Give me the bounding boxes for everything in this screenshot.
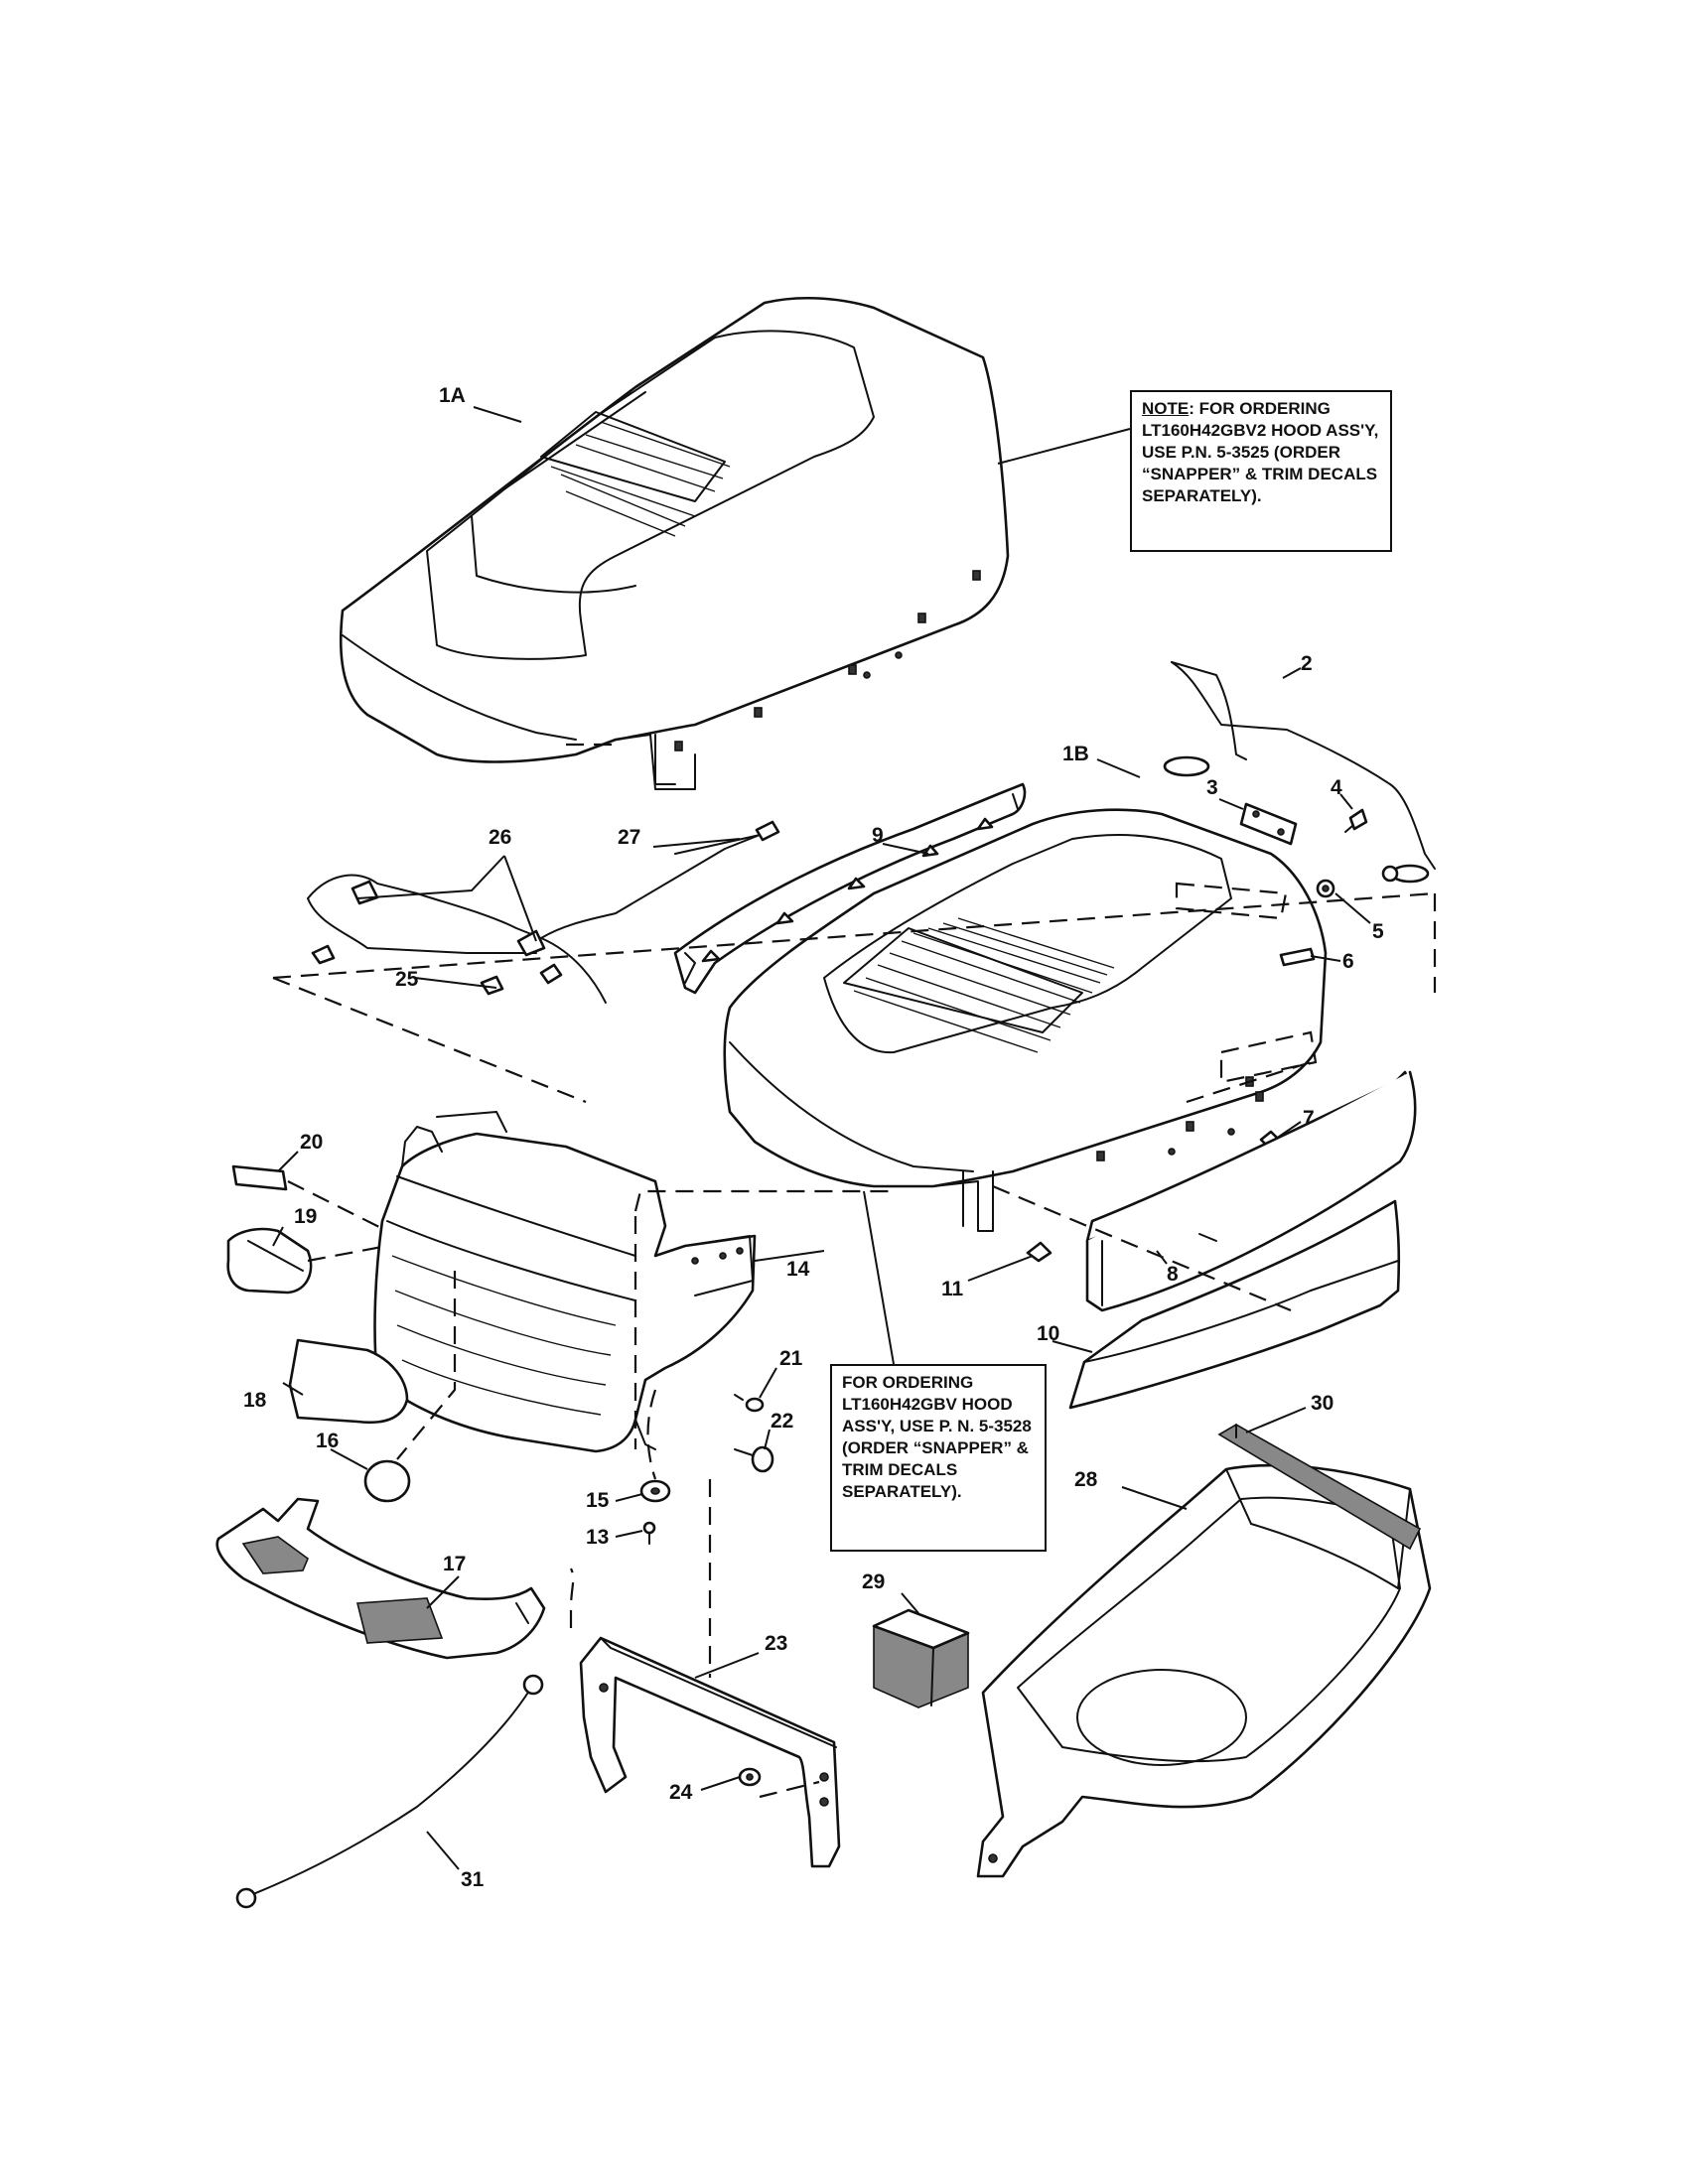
note-box-top: NOTE: FOR ORDERING LT160H42GBV2 HOOD ASS… bbox=[1130, 390, 1392, 552]
part-13-screw bbox=[642, 1521, 656, 1545]
part-30-strip bbox=[1217, 1424, 1422, 1551]
part-5-nut bbox=[1316, 865, 1399, 898]
part-19-lens bbox=[226, 1227, 313, 1295]
callout-28: 28 bbox=[1074, 1468, 1098, 1491]
callout-21: 21 bbox=[779, 1347, 803, 1370]
callout-26: 26 bbox=[489, 826, 511, 849]
callout-20: 20 bbox=[300, 1131, 323, 1154]
callout-2: 2 bbox=[1301, 652, 1313, 675]
assembly-lines bbox=[272, 891, 1437, 1799]
callout-9: 9 bbox=[872, 824, 884, 847]
part-4-screw bbox=[1344, 808, 1368, 833]
part-15-nut bbox=[639, 1479, 671, 1503]
part-10-panel bbox=[1068, 1199, 1401, 1410]
callout-24: 24 bbox=[669, 1781, 693, 1804]
note-bottom-text: FOR ORDERING LT160H42GBV HOOD ASS'Y, USE… bbox=[842, 1373, 1032, 1501]
callout-5: 5 bbox=[1372, 920, 1384, 943]
part-24-washer bbox=[738, 1767, 762, 1787]
callout-8: 8 bbox=[1167, 1263, 1179, 1286]
callout-23: 23 bbox=[765, 1632, 787, 1655]
part-11-clip bbox=[1026, 1241, 1052, 1263]
callout-18: 18 bbox=[243, 1389, 267, 1412]
callout-17: 17 bbox=[443, 1553, 466, 1575]
callout-16: 16 bbox=[316, 1430, 339, 1452]
hood-1a-vents bbox=[540, 411, 731, 537]
part-23-bracket bbox=[579, 1636, 841, 1868]
leader-lines bbox=[272, 406, 1371, 1870]
note-top-label: NOTE bbox=[1142, 399, 1190, 418]
part-18-lens bbox=[288, 1338, 409, 1425]
part-3-plate bbox=[1239, 802, 1298, 846]
callout-27: 27 bbox=[618, 826, 640, 849]
part-29-block bbox=[872, 1608, 970, 1708]
part-16-cap bbox=[363, 1459, 411, 1503]
part-14-grille-bracket bbox=[373, 1111, 757, 1453]
part-31-cable bbox=[235, 1674, 544, 1909]
callout-13: 13 bbox=[586, 1526, 609, 1549]
callout-25: 25 bbox=[395, 968, 419, 991]
note-box-bottom: FOR ORDERING LT160H42GBV HOOD ASS'Y, USE… bbox=[830, 1364, 1047, 1552]
callout-4: 4 bbox=[1331, 776, 1342, 799]
callout-15: 15 bbox=[586, 1489, 610, 1512]
part-8-panel bbox=[1085, 1070, 1417, 1312]
part-20-decal bbox=[231, 1164, 288, 1191]
callout-31: 31 bbox=[461, 1868, 485, 1891]
note-top-text: : FOR ORDERING LT160H42GBV2 HOOD ASS'Y, … bbox=[1142, 399, 1379, 505]
callout-14: 14 bbox=[786, 1258, 810, 1281]
hood-1a bbox=[340, 296, 1010, 790]
callout-1b: 1B bbox=[1062, 743, 1089, 765]
part-28-tray bbox=[976, 1463, 1432, 1878]
hood-1b-vents bbox=[843, 917, 1115, 1053]
part-17-bumper bbox=[215, 1497, 546, 1660]
callout-3: 3 bbox=[1206, 776, 1218, 799]
callout-19: 19 bbox=[294, 1205, 317, 1228]
hood-1b bbox=[723, 808, 1328, 1232]
callout-11: 11 bbox=[941, 1278, 964, 1300]
callout-29: 29 bbox=[862, 1570, 885, 1593]
callout-7: 7 bbox=[1303, 1107, 1315, 1130]
part-22-bolt bbox=[734, 1445, 774, 1473]
callout-6: 6 bbox=[1342, 950, 1354, 973]
callout-1a: 1A bbox=[439, 384, 466, 407]
callout-10: 10 bbox=[1037, 1322, 1059, 1345]
part-9-panel bbox=[673, 782, 1027, 995]
callout-30: 30 bbox=[1311, 1392, 1333, 1415]
callout-22: 22 bbox=[771, 1410, 793, 1433]
part-6-clip bbox=[1279, 947, 1316, 967]
callout-labels: 1A 1B 2 3 4 5 6 7 8 9 10 11 13 14 15 16 … bbox=[243, 384, 1384, 1891]
part-21-screw bbox=[734, 1394, 765, 1413]
